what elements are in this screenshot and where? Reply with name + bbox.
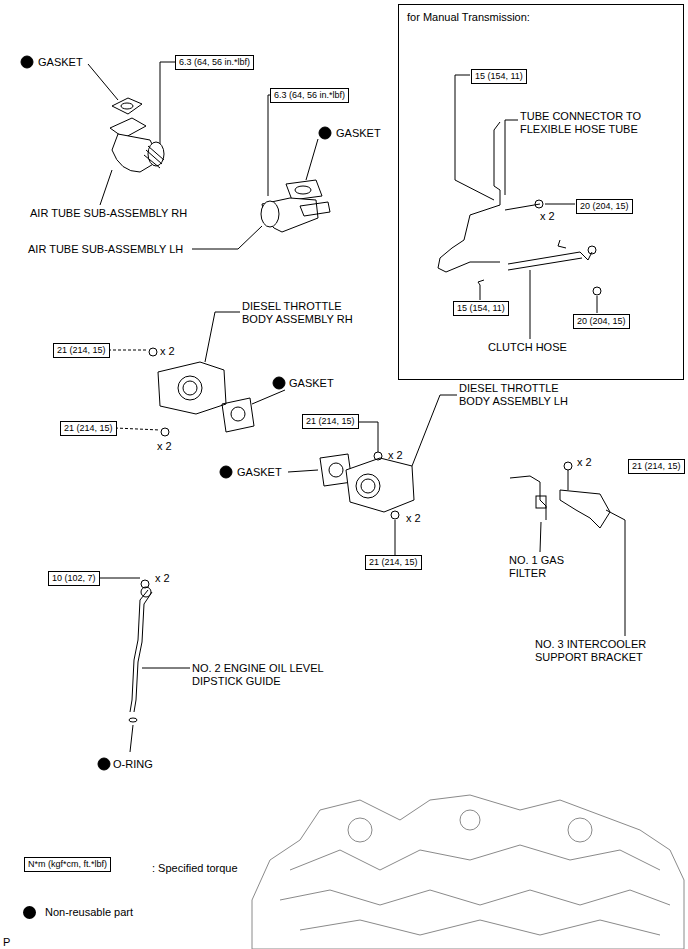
part-name: CLUTCH HOSE [488, 341, 567, 354]
quantity: x 2 [388, 449, 403, 462]
torque-box: 21 (214, 15) [302, 414, 359, 429]
torque-value: 6.3 (64, 56 in.*lbf) [274, 90, 345, 101]
torque-box: 6.3 (64, 56 in.*lbf) [270, 88, 349, 103]
part-name: NO. 1 GAS FILTER [509, 554, 584, 580]
torque-box: 21 (214, 15) [53, 343, 110, 358]
part-name: AIR TUBE SUB-ASSEMBLY RH [30, 207, 187, 220]
torque-box: 21 (214, 15) [60, 421, 117, 436]
legend-torque-box: N*m (kgf*cm, ft.*lbf) [24, 857, 111, 872]
torque-box: 21 (214, 15) [365, 555, 422, 570]
torque-value: 10 (102, 7) [52, 573, 96, 584]
part-name: GASKET [38, 56, 83, 69]
legend-text: : Specified torque [152, 862, 238, 875]
part-name: NO. 2 ENGINE OIL LEVEL DIPSTICK GUIDE [192, 662, 367, 688]
torque-value: 21 (214, 15) [306, 416, 355, 427]
torque-box: 15 (154, 11) [471, 69, 527, 84]
part-name: NO. 3 INTERCOOLER SUPPORT BRACKET [535, 638, 685, 664]
quantity: x 2 [157, 440, 172, 453]
torque-value: 15 (154, 11) [457, 303, 505, 314]
legend-swatch [23, 906, 36, 919]
torque-value: 21 (214, 15) [369, 557, 418, 568]
part-name: DIESEL THROTTLE BODY ASSEMBLY LH [459, 382, 579, 408]
quantity: x 2 [577, 456, 592, 469]
quantity: x 2 [540, 210, 555, 223]
quantity: x 2 [155, 572, 170, 585]
torque-value: 6.3 (64, 56 in.*lbf) [179, 57, 250, 68]
part-name: AIR TUBE SUB-ASSEMBLY LH [28, 243, 183, 256]
part-name: GASKET [237, 466, 282, 479]
torque-value: 21 (214, 15) [64, 423, 113, 434]
torque-box: 10 (102, 7) [48, 571, 100, 586]
torque-value: 20 (204, 15) [580, 201, 629, 212]
legend-text: Non-reusable part [45, 906, 133, 919]
torque-value: N*m (kgf*cm, ft.*lbf) [28, 859, 107, 870]
torque-box: 6.3 (64, 56 in.*lbf) [175, 55, 254, 70]
part-name: DIESEL THROTTLE BODY ASSEMBLY RH [242, 300, 362, 326]
torque-box: 20 (204, 15) [573, 314, 630, 329]
torque-box: 21 (214, 15) [628, 459, 685, 474]
torque-value: 21 (214, 15) [632, 461, 681, 472]
quantity: x 2 [160, 345, 175, 358]
part-name: O-RING [113, 758, 153, 771]
torque-box: 15 (154, 11) [453, 301, 509, 316]
part-name: GASKET [336, 127, 381, 140]
torque-value: 21 (214, 15) [57, 345, 106, 356]
page-mark: P [3, 936, 10, 949]
torque-box: 20 (204, 15) [576, 199, 633, 214]
torque-value: 15 (154, 11) [475, 71, 523, 82]
transmission-panel: for Manual Transmission: 15 (154, 11) 20 (… [398, 4, 684, 380]
quantity: x 2 [406, 512, 421, 525]
part-name: GASKET [289, 377, 334, 390]
panel-heading: for Manual Transmission: [407, 11, 675, 24]
part-name: TUBE CONNECTOR TO FLEXIBLE HOSE TUBE [520, 110, 660, 136]
torque-value: 20 (204, 15) [577, 316, 626, 327]
